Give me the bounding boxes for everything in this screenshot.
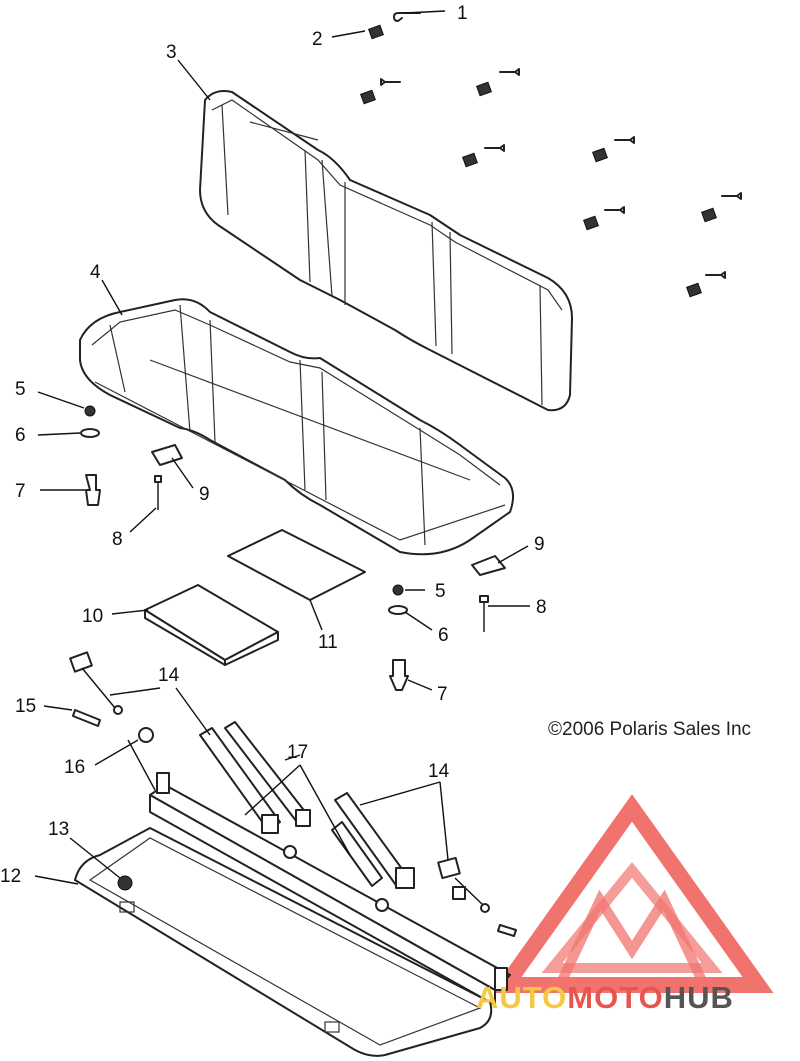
callout-11: 11	[318, 632, 338, 653]
foam-pad	[144, 584, 279, 666]
callout-8-right: 8	[536, 597, 547, 618]
callout-6: 6	[15, 425, 26, 446]
hardware-fasteners	[72, 12, 742, 937]
callout-15: 15	[15, 696, 36, 717]
callout-5: 5	[15, 379, 26, 400]
seat-cushion	[79, 298, 515, 556]
callout-16: 16	[64, 757, 85, 778]
seat-belt-buckle-right	[437, 856, 490, 913]
callout-14: 14	[158, 665, 180, 686]
callout-17: 17	[287, 742, 308, 763]
seat-bracket-rail	[149, 772, 511, 1006]
callout-14-right: 14	[428, 761, 450, 782]
callout-4: 4	[90, 262, 101, 283]
callout-7: 7	[15, 481, 26, 502]
seat-backrest	[199, 90, 573, 412]
callout-8: 8	[112, 529, 123, 550]
callout-3: 3	[166, 42, 177, 63]
callout-2: 2	[312, 29, 323, 50]
callout-1: 1	[457, 3, 468, 24]
leader-lines	[34, 10, 530, 885]
watermark-auto: AUTO	[476, 980, 567, 1015]
watermark-text: AUTOMOTOHUB	[476, 980, 734, 1015]
seat-belt-right	[331, 792, 415, 889]
callout-13: 13	[48, 819, 69, 840]
seat-belt-left	[199, 721, 311, 834]
callout-labels: 1 2 3 4 5 6 7 8 9 9 5 8 6 7 10 11 12 13 …	[0, 3, 547, 887]
callout-7-right: 7	[437, 684, 448, 705]
callout-9: 9	[199, 484, 210, 505]
label-sheet	[227, 529, 366, 601]
callout-12: 12	[0, 866, 21, 887]
callout-5-right: 5	[435, 581, 446, 602]
watermark-moto: MOTO	[567, 980, 663, 1015]
watermark-logo-icon	[490, 794, 774, 993]
watermark-hub: HUB	[664, 980, 734, 1015]
seat-belt-buckle-left	[69, 651, 123, 715]
callout-6-right: 6	[438, 625, 449, 646]
callout-9-right: 9	[534, 534, 545, 555]
callout-10: 10	[82, 606, 103, 627]
copyright-notice: ©2006 Polaris Sales Inc	[548, 719, 751, 740]
seat-base-frame	[74, 827, 493, 1057]
